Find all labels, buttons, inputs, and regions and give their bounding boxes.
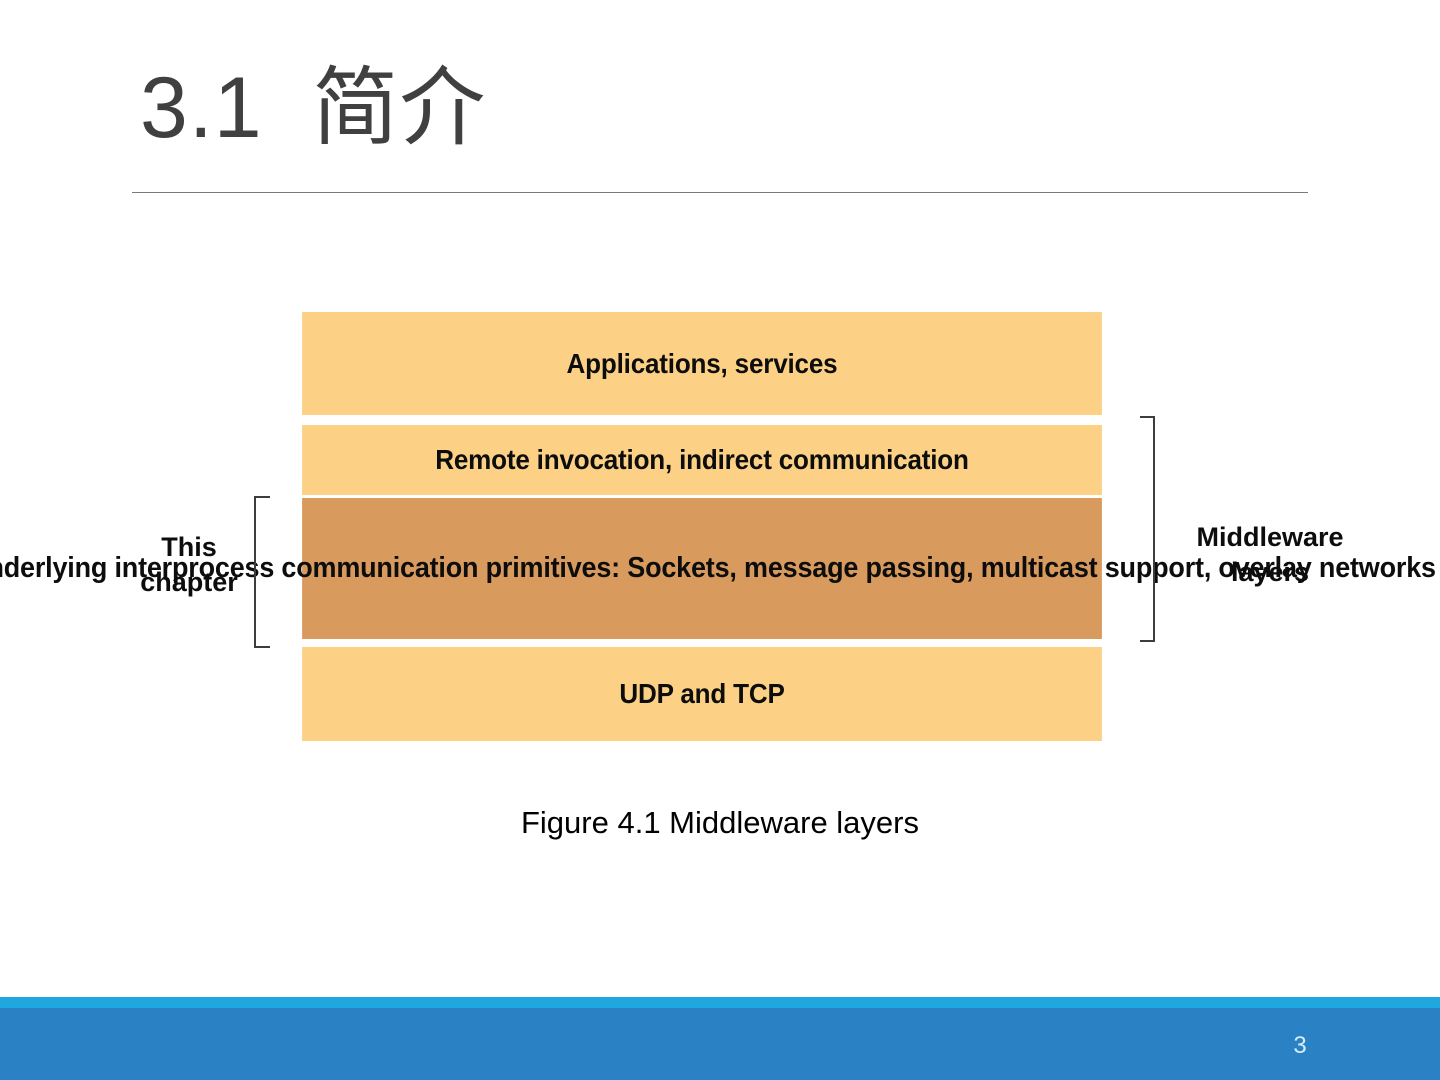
middleware-layers-bracket: [1140, 416, 1155, 642]
layer-label: UDP and TCP: [619, 678, 785, 709]
page-number: 3: [1293, 1032, 1307, 1059]
title-divider: [132, 192, 1308, 193]
layer-box-ipc-primitives: Underlying interprocess communication pr…: [0, 498, 1436, 639]
layer-label: Applications, services: [566, 347, 838, 379]
footer-band: [0, 1008, 1440, 1080]
layer-box-remote-invocation: Remote invocation, indirect communicatio…: [302, 425, 1102, 495]
layer-label: Underlying interprocess communication pr…: [0, 552, 1436, 585]
footer-accent-bar: [0, 997, 1440, 1008]
this-chapter-bracket: [254, 496, 270, 648]
figure-caption: Figure 4.1 Middleware layers: [520, 805, 919, 840]
layer-box-udp-tcp: UDP and TCP: [302, 647, 1102, 741]
this-chapter-label: This chapter: [140, 532, 238, 598]
middleware-layers-label: Middleware layers: [1196, 522, 1344, 588]
layer-box-applications: Applications, services: [302, 312, 1102, 415]
page-title: 3.1 简介: [140, 60, 487, 156]
layer-label: Remote invocation, indirect communicatio…: [435, 444, 969, 475]
